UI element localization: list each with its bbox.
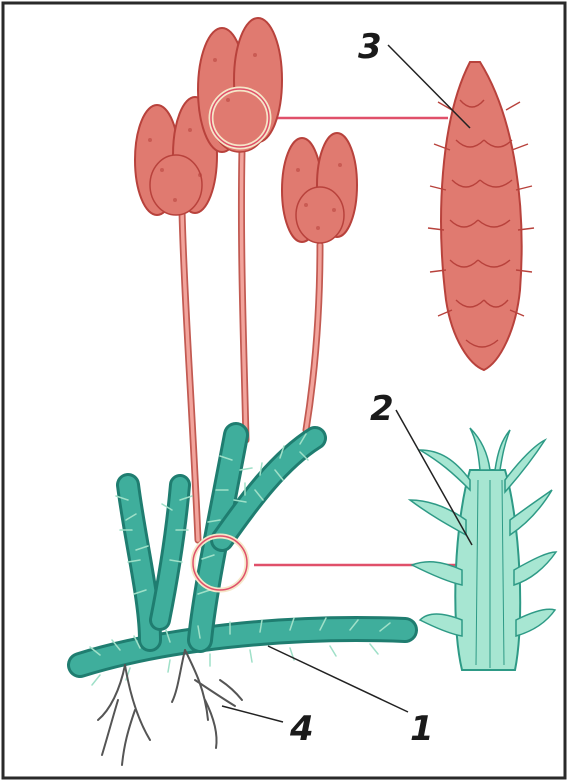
label-root: 4 [289,709,314,749]
label-strobilus-detail: 3 [358,27,382,67]
label-leaf-detail: 2 [370,389,394,429]
label-stem: 1 [410,709,434,749]
strobilus-middle [198,18,282,152]
